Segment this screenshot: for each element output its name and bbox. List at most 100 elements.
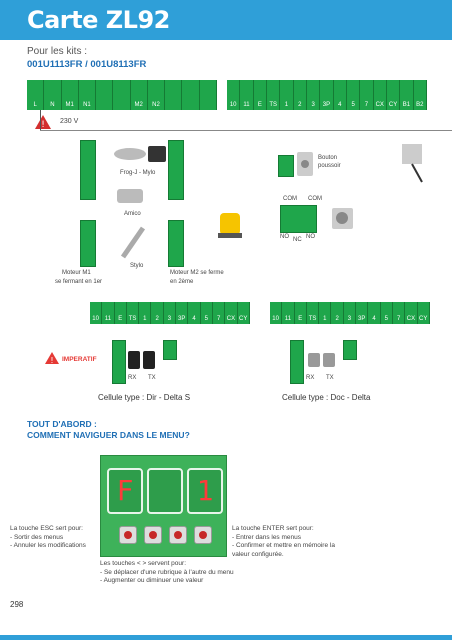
key-selector-image	[402, 144, 423, 183]
title-banner: Carte ZL92	[0, 0, 452, 40]
display-digit-1: F	[107, 468, 143, 514]
terminal-label	[165, 80, 183, 110]
terminal-label: 2	[331, 302, 344, 324]
terminal-label: TS	[126, 302, 140, 324]
page-number: 298	[10, 600, 24, 609]
terminal-label: 1	[139, 302, 152, 324]
terminal-label: 10	[227, 80, 241, 110]
terminal-label: E	[294, 302, 307, 324]
cell-caption-left: Cellule type : Dir - Delta S	[98, 393, 191, 402]
button-terminal	[278, 155, 294, 177]
terminal-label: B2	[413, 80, 427, 110]
control-display-panel: F 1	[100, 455, 227, 557]
terminal-label: CY	[417, 302, 430, 324]
terminal-label: 3	[306, 80, 321, 110]
com-label-1: COM	[283, 196, 297, 202]
cell-terminal-right-2	[343, 340, 357, 360]
terminal-label: M1	[61, 80, 79, 110]
terminal-label: 5	[346, 80, 361, 110]
terminal-label: 11	[240, 80, 254, 110]
motor-m2-block-2	[168, 220, 184, 267]
terminal-label: 4	[368, 302, 381, 324]
nc-label: NC	[293, 237, 302, 243]
motor-m1-block-2	[80, 220, 96, 267]
imperative-label: IMPERATIF	[62, 356, 97, 363]
svg-text:!: !	[41, 120, 45, 129]
terminal-label: TS	[266, 80, 281, 110]
photocell-right-image	[308, 353, 335, 367]
terminal-label: N2	[147, 80, 166, 110]
warning-icon: !	[35, 115, 51, 129]
enter-button[interactable]	[194, 526, 212, 544]
m2-caption-1: Moteur M2 se ferme	[170, 270, 224, 276]
voltage-label: 230 V	[60, 118, 79, 125]
terminal-label: M2	[130, 80, 148, 110]
display-digit-3: 1	[187, 468, 223, 514]
terminal-label: 1	[319, 302, 332, 324]
device1-label: Frog-J - Mylo	[120, 170, 156, 176]
selector-terminal	[280, 205, 317, 233]
terminal-label: 11	[102, 302, 115, 324]
arrows-note: Les touches < > servent pour:- Se déplac…	[100, 560, 234, 584]
warning-icon: !	[45, 352, 59, 364]
terminal-label	[182, 80, 200, 110]
terminal-label: 10	[270, 302, 283, 324]
tx-label-1: TX	[148, 375, 156, 381]
terminal-label: L	[27, 80, 45, 110]
rx-label-1: RX	[128, 375, 137, 381]
no-label-1: NO	[280, 234, 289, 240]
cell-caption-right: Cellule type : Doc - Delta	[282, 393, 371, 402]
no-label-2: NO	[306, 234, 315, 240]
tx-label-2: TX	[326, 375, 334, 381]
terminal-label: TS	[306, 302, 320, 324]
terminal-label: N	[44, 80, 62, 110]
stylo-motor-image	[120, 226, 146, 259]
esc-button[interactable]	[119, 526, 137, 544]
device3-label: Stylo	[130, 263, 144, 269]
cell-terminal-left-2	[163, 340, 177, 360]
terminal-label: CX	[225, 302, 238, 324]
cell-terminal-left	[112, 340, 126, 384]
terminal-label: CX	[373, 80, 387, 110]
svg-text:!: !	[50, 356, 53, 364]
terminal-label: 1	[280, 80, 294, 110]
terminal-label: 3P	[356, 302, 369, 324]
terminal-label: 2	[151, 302, 164, 324]
terminal-label: 7	[212, 302, 226, 324]
flashing-light-image	[218, 213, 242, 238]
next-button[interactable]	[169, 526, 187, 544]
frog-motor-image	[114, 146, 166, 162]
terminal-label: CY	[386, 80, 401, 110]
terminal-label: 5	[380, 302, 393, 324]
display-digit-2	[147, 468, 183, 514]
key-switch-image	[332, 208, 353, 229]
button-label-1: Bouton	[318, 155, 338, 161]
motor-m2-block	[168, 140, 184, 200]
terminal-label: 2	[293, 80, 307, 110]
divider	[40, 130, 452, 131]
m1-caption-1: Moteur M1	[62, 270, 91, 276]
rx-label-2: RX	[306, 375, 315, 381]
terminal-label: CY	[237, 302, 250, 324]
button-label-2: poussoir	[318, 163, 341, 169]
terminal-label: 7	[392, 302, 406, 324]
nav-heading-1: TOUT D'ABORD :	[27, 419, 97, 429]
amico-motor-image	[117, 189, 143, 203]
terminal-label: 3	[343, 302, 357, 324]
device2-label: Amico	[124, 211, 141, 217]
cell-terminal-right	[290, 340, 304, 384]
photocell-left-image	[128, 351, 155, 369]
m1-caption-2: se fermant en 1er	[55, 279, 103, 285]
esc-note: La touche ESC sert pour:- Sortir des men…	[10, 525, 86, 549]
page-title: Carte ZL92	[27, 6, 170, 34]
terminal-label: 5	[200, 302, 213, 324]
push-button-image	[297, 152, 313, 176]
terminal-label: 3P	[320, 80, 334, 110]
terminal-label: CX	[405, 302, 418, 324]
prev-button[interactable]	[144, 526, 162, 544]
enter-note: La touche ENTER sert pour:- Entrer dans …	[232, 525, 335, 558]
terminal-label: 11	[282, 302, 295, 324]
terminal-label: N1	[78, 80, 97, 110]
